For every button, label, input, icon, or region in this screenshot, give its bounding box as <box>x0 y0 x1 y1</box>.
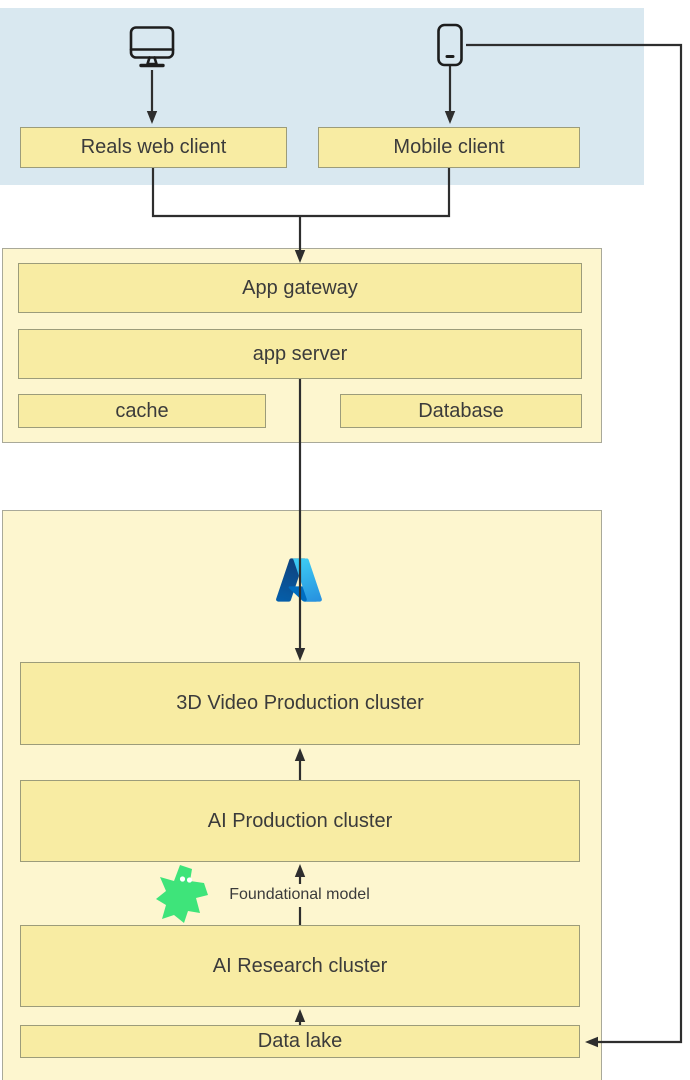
node-database: Database <box>340 394 582 428</box>
arrow-datalake-to-research <box>294 1009 306 1025</box>
node-cache: cache <box>18 394 266 428</box>
node-mobile-client: Mobile client <box>318 127 580 168</box>
arrow-phone-to-mobile-client <box>444 66 456 124</box>
arrow-clients-to-gateway <box>294 216 306 263</box>
node-web-client: Reals web client <box>20 127 287 168</box>
node-data-lake: Data lake <box>20 1025 580 1058</box>
smartphone-icon <box>437 23 463 67</box>
node-app-gateway: App gateway <box>18 263 582 313</box>
azure-icon <box>276 558 322 602</box>
route-phone-to-data-lake <box>466 43 683 1048</box>
arrow-production-to-video <box>294 748 306 780</box>
node-app-server: app server <box>18 329 582 379</box>
arrow-appserver-to-video-cluster <box>294 379 306 661</box>
connector-clients-merge <box>151 168 451 218</box>
node-ai-research-cluster: AI Research cluster <box>20 925 580 1007</box>
foundational-model-icon <box>156 865 208 923</box>
foundational-model-label: Foundational model <box>229 886 370 903</box>
desktop-icon <box>129 26 175 68</box>
arrow-desktop-to-web-client <box>146 70 158 124</box>
node-ai-production-cluster: AI Production cluster <box>20 780 580 862</box>
node-3d-video-production-cluster: 3D Video Production cluster <box>20 662 580 745</box>
arrow-research-to-production <box>294 864 306 925</box>
